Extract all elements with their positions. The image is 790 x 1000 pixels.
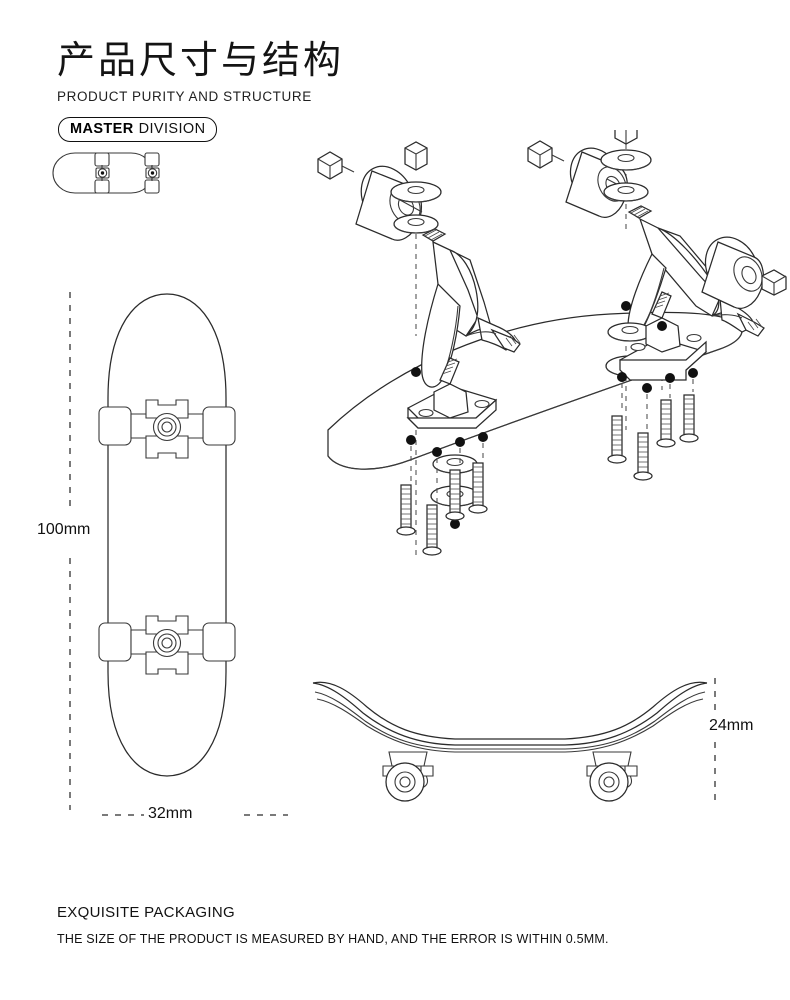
assembly-marker	[642, 383, 652, 393]
assembly-marker	[617, 372, 627, 382]
front-truck-exploded	[317, 141, 521, 558]
length-dimension-line	[69, 292, 71, 810]
kingpin-stack-front	[390, 141, 442, 234]
assembly-marker	[478, 432, 488, 442]
mounting-screws-front	[396, 462, 488, 556]
assembly-marker	[406, 435, 416, 445]
length-dimension-label: 100mm	[37, 521, 91, 538]
wheel-rear-right	[701, 236, 787, 309]
width-dimension-label: 32mm	[148, 805, 193, 822]
assembly-marker	[411, 367, 421, 377]
assembly-marker	[450, 519, 460, 529]
footer-note: THE SIZE OF THE PRODUCT IS MEASURED BY H…	[57, 932, 609, 946]
skateboard-truck-exploded-assembly	[317, 130, 787, 558]
front-truck-side	[382, 751, 434, 802]
brand-badge: MASTER DIVISION	[58, 117, 218, 142]
height-dimension-label: 24mm	[709, 717, 754, 734]
kingpin-stack-rear	[600, 130, 652, 202]
assembly-marker	[455, 437, 465, 447]
rear-truck-top	[98, 615, 236, 675]
page-title-cn: 产品尺寸与结构	[57, 40, 345, 82]
footer-heading: EXQUISITE PACKAGING	[57, 904, 235, 921]
mounting-screws-rear	[607, 394, 699, 481]
baseplate-front	[406, 357, 498, 429]
skateboard-side-profile-view	[312, 681, 708, 802]
baseplate-rear	[618, 291, 708, 381]
assembly-marker	[688, 368, 698, 378]
axle-nut-left	[317, 151, 355, 180]
assembly-marker	[665, 373, 675, 383]
brand-name-division: DIVISION	[138, 121, 206, 137]
rear-truck-side	[586, 751, 638, 802]
brand-name-master: MASTER	[70, 121, 134, 137]
height-dimension-line	[714, 678, 716, 802]
page-title-en: PRODUCT PURITY AND STRUCTURE	[57, 89, 312, 104]
deck-isometric	[327, 311, 743, 470]
rear-truck-exploded	[527, 130, 787, 481]
page-header: 产品尺寸与结构 PRODUCT PURITY AND STRUCTURE	[57, 38, 344, 106]
skateboard-top-view-icon	[52, 152, 160, 194]
width-dimension-line	[102, 814, 288, 816]
assembly-marker	[657, 321, 667, 331]
assembly-marker	[621, 301, 631, 311]
axle-nut-right	[527, 140, 565, 169]
front-truck-top	[98, 399, 236, 459]
skateboard-deck-top-view	[98, 293, 236, 777]
assembly-marker	[432, 447, 442, 457]
truck-hanger-front	[421, 228, 521, 388]
